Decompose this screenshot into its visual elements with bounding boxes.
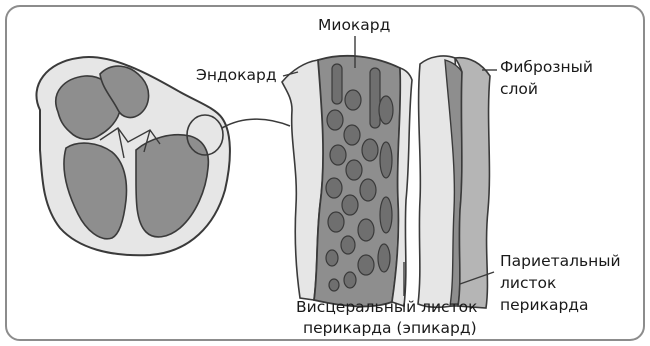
muscle-cell: [360, 179, 376, 201]
label-myocardium: Миокард: [318, 16, 390, 34]
label-endocardium: Эндокард: [196, 66, 277, 84]
label-visceral-line1: Висцеральный листок: [296, 298, 477, 316]
muscle-cell: [342, 195, 358, 215]
muscle-cell: [346, 160, 362, 180]
label-visceral-line2: перикарда (эпикард): [303, 319, 477, 337]
muscle-cell: [341, 236, 355, 254]
label-fibrous-line2: слой: [500, 80, 538, 98]
muscle-cell: [380, 142, 392, 178]
muscle-fiber: [370, 68, 380, 128]
muscle-cell: [329, 279, 339, 291]
label-parietal-line1: Париетальный: [500, 252, 621, 270]
muscle-cell: [326, 178, 342, 198]
label-parietal-line3: перикарда: [500, 296, 589, 314]
muscle-cell: [330, 145, 346, 165]
muscle-cell: [344, 125, 360, 145]
label-fibrous-line1: Фиброзный: [500, 58, 593, 76]
muscle-cell: [358, 255, 374, 275]
muscle-cell: [358, 219, 374, 241]
muscle-cell: [378, 244, 390, 272]
muscle-cell: [328, 212, 344, 232]
muscle-cell: [380, 197, 392, 233]
muscle-cell: [327, 110, 343, 130]
label-parietal-line2: листок: [500, 274, 556, 292]
muscle-cell: [362, 139, 378, 161]
wall-segment: [282, 56, 412, 307]
muscle-cell: [326, 250, 338, 266]
muscle-cell: [379, 96, 393, 124]
muscle-fiber: [332, 64, 342, 104]
muscle-cell: [344, 272, 356, 288]
muscle-cell: [345, 90, 361, 110]
pericardium-segment: [418, 56, 490, 308]
